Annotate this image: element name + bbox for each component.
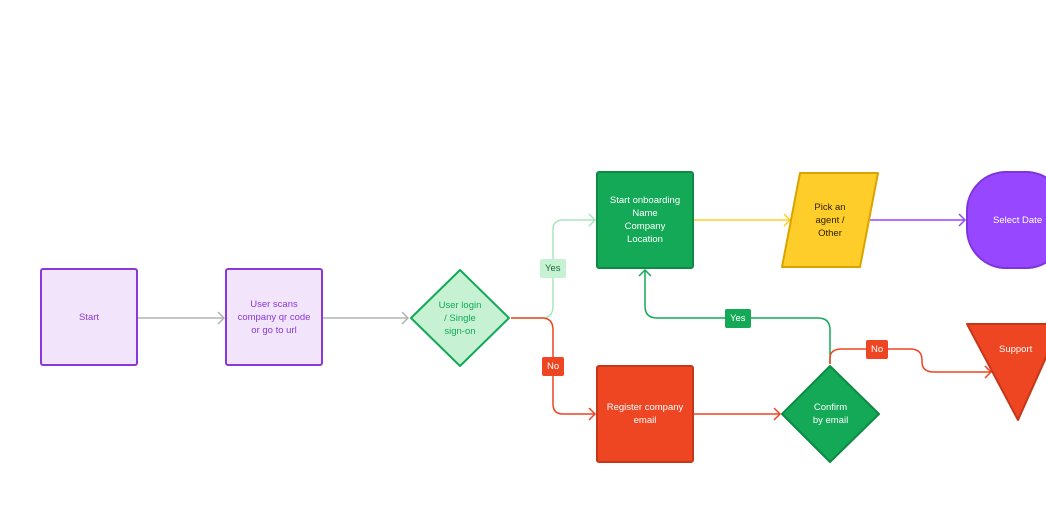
edge-label-confirm-yes: Yes [725, 309, 751, 328]
pick-agent-node[interactable]: Pick an agent / Other [780, 171, 880, 269]
edge-label-confirm-no: No [866, 340, 889, 359]
support-triangle-shape [966, 323, 1046, 421]
edge-label-login-no: No [542, 357, 565, 376]
connector-register-to-confirm [694, 407, 782, 421]
scan-qr-node[interactable]: User scans company qr code or go to url [225, 268, 323, 366]
login-diamond-shape [410, 269, 510, 367]
scan-qr-label: User scans company qr code or go to url [237, 298, 311, 336]
select-date-node[interactable]: Select Date [966, 171, 1046, 269]
confirm-email-label: Confirm by email [812, 402, 849, 426]
support-node[interactable]: Support [964, 322, 1046, 422]
start-label: Start [78, 311, 100, 323]
onboarding-label: Start onboarding Name Company Location [609, 195, 681, 245]
edge-label-login-yes: Yes [540, 259, 566, 278]
connector-scan-to-login [323, 311, 410, 325]
start-node[interactable]: Start [40, 268, 138, 366]
confirm-email-node[interactable]: Confirm by email [780, 364, 881, 464]
pick-agent-label: Pick an agent / Other [814, 201, 846, 239]
confirm-diamond-shape [781, 365, 880, 463]
register-email-label: Register company email [606, 402, 684, 426]
support-label: Support [999, 344, 1033, 355]
agent-parallelogram-shape [781, 172, 879, 268]
connector-start-to-scan [138, 311, 226, 325]
connector-onboard-to-agent [694, 213, 792, 227]
onboarding-node[interactable]: Start onboarding Name Company Location [596, 171, 694, 269]
login-decision-node[interactable]: User login / Single sign-on [409, 268, 511, 368]
login-decision-label: User login / Single sign-on [438, 299, 482, 337]
select-date-label: Select Date [993, 214, 1043, 226]
register-email-node[interactable]: Register company email [596, 365, 694, 463]
connector-agent-to-select-date [870, 213, 967, 227]
connector-confirm-no-to-support [829, 348, 993, 379]
